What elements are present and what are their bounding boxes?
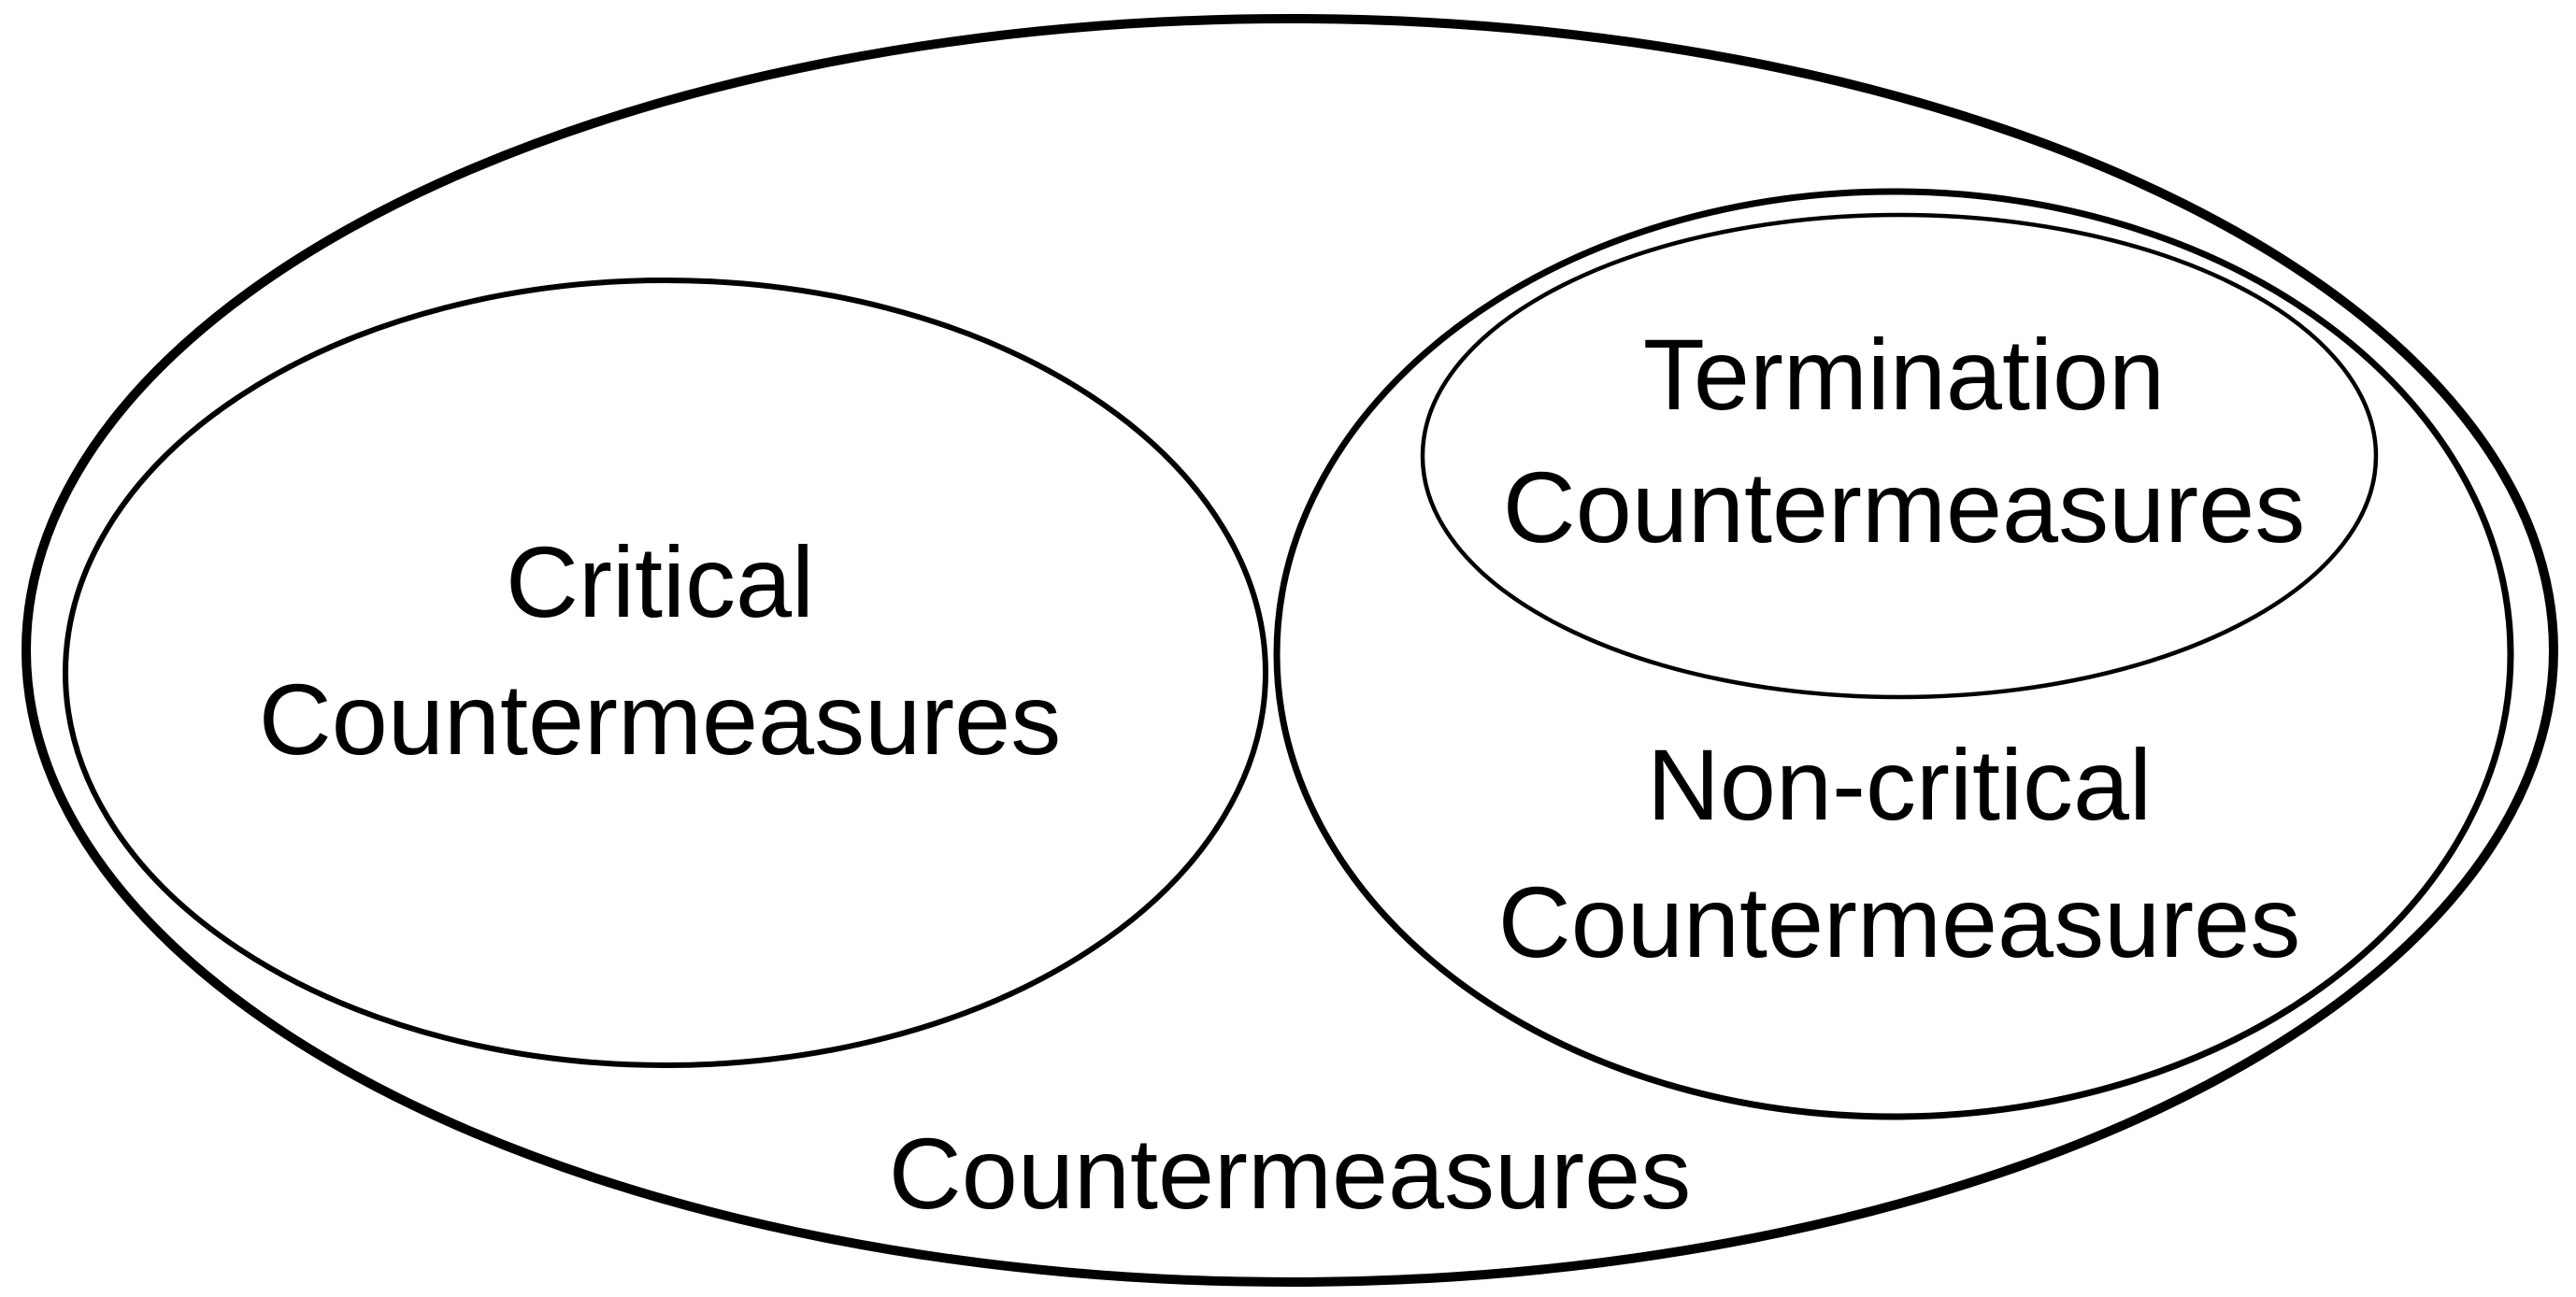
- ellipse-critical-countermeasures: [63, 278, 1268, 1068]
- label-non-critical-line1: Non-critical: [1647, 728, 2152, 841]
- label-non-critical-line2: Countermeasures: [1498, 865, 2300, 978]
- label-countermeasures-outer: Countermeasures: [889, 1117, 1691, 1230]
- ellipse-termination-countermeasures: [1420, 212, 2379, 700]
- label-critical-line2: Countermeasures: [259, 663, 1061, 776]
- label-termination-line2: Countermeasures: [1503, 450, 2305, 563]
- label-critical-line1: Critical: [506, 525, 814, 638]
- ellipse-non-critical-countermeasures: [1273, 188, 2514, 1120]
- outer-ellipse-countermeasures: [21, 14, 2558, 1287]
- label-termination-line1: Termination: [1643, 318, 2165, 431]
